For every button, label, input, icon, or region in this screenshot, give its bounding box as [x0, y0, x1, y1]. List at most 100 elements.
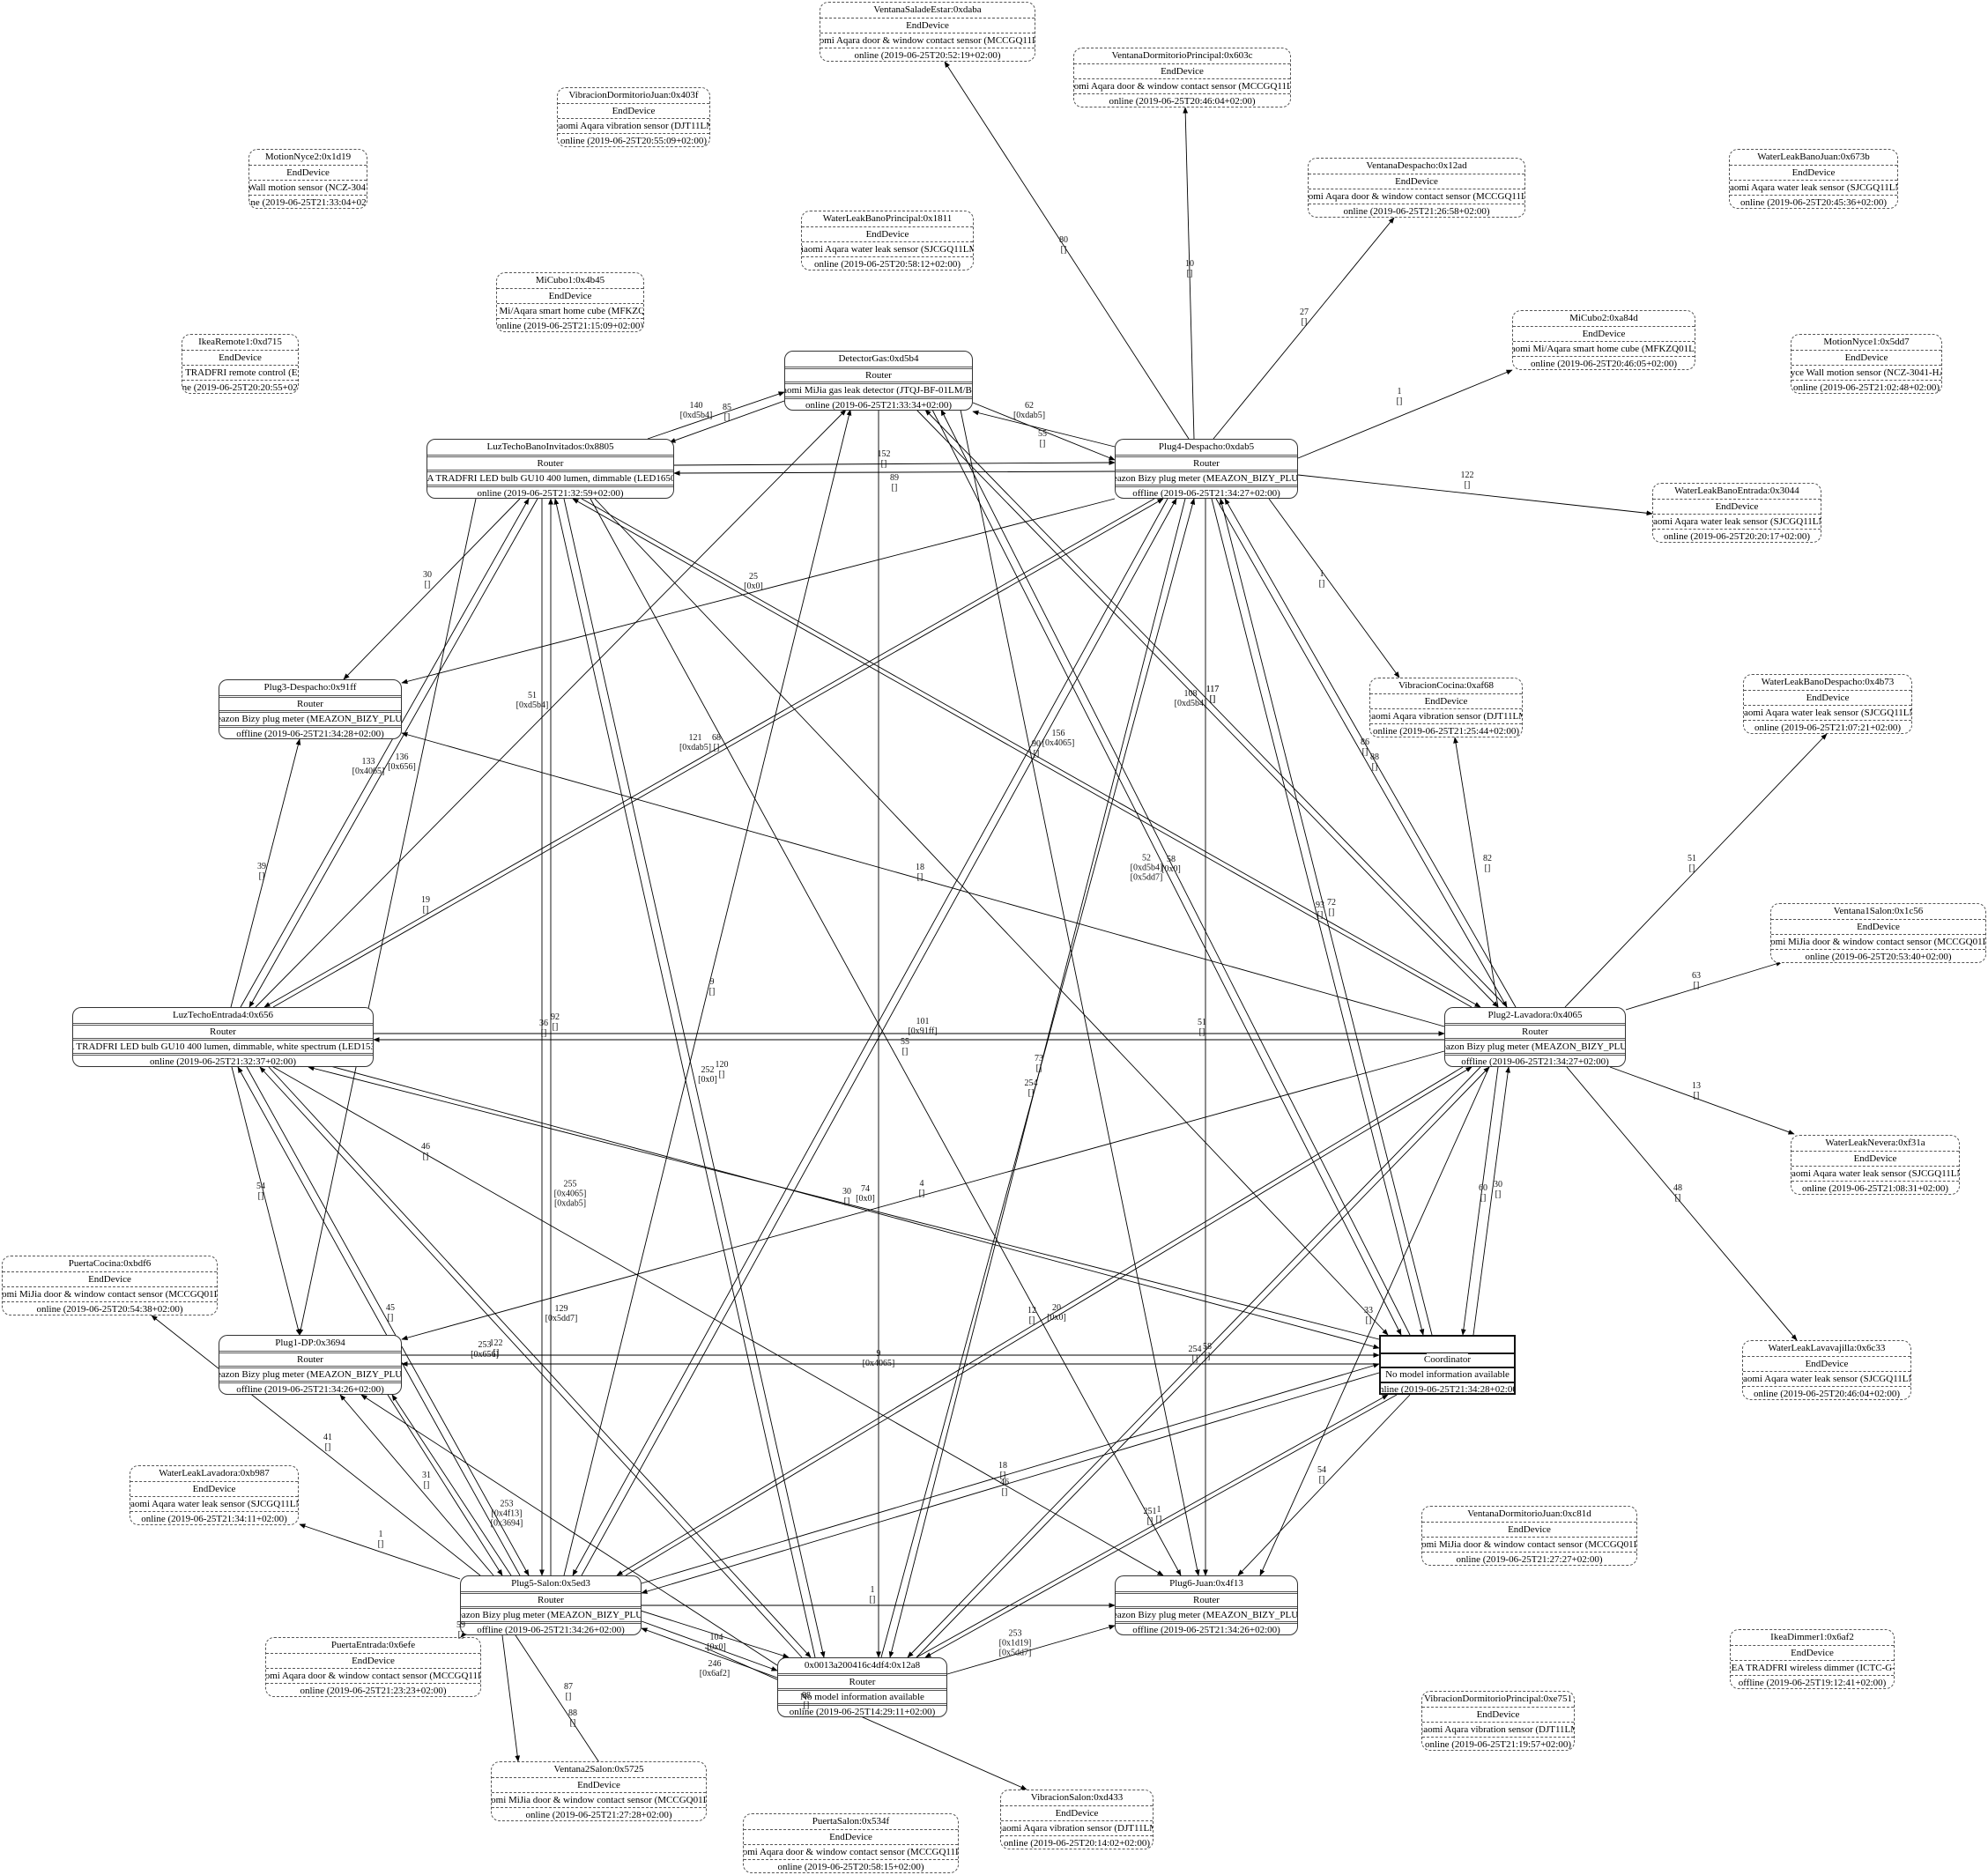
edge-detectorGas-to-plug4Despacho	[972, 402, 1116, 461]
edge-router12a8-to-plug1DP	[360, 1394, 778, 1666]
device-role: Router	[778, 1673, 946, 1688]
edge-label: 140 [0xd5b4]	[679, 401, 713, 420]
device-node-ventanaDespacho[interactable]: VentanaDespacho:0x12adEndDeviceXiaomi Aq…	[1308, 158, 1525, 218]
device-role: EndDevice	[1309, 174, 1524, 189]
device-name: Plug5-Salon:0x5ed3	[511, 1578, 590, 1589]
edge-router12a8-to-plug4Despacho	[880, 498, 1196, 1658]
device-node-plug4Despacho[interactable]: Plug4-Despacho:0xdab5RouterMeazon Bizy p…	[1115, 439, 1298, 499]
device-status: online (2019-06-25T20:14:02+02:00)	[1001, 1835, 1153, 1849]
device-status: online (2019-06-25T20:46:04+02:00)	[1743, 1386, 1910, 1399]
edge-luzTechoEntrada4-to-plug4Despacho	[272, 498, 1164, 1008]
device-node-miCubo2[interactable]: MiCubo2:0xa84dEndDeviceXiaomi Mi/Aqara s…	[1512, 310, 1695, 370]
device-status: offline (2019-06-25T21:34:28+02:00)	[219, 725, 401, 738]
edge-plug2Lavadora-to-ventana1Salon	[1625, 961, 1783, 1011]
device-model: IKEA TRADFRI LED bulb GU10 400 lumen, di…	[73, 1038, 373, 1053]
edge-luzTechoEntrada4-to-plug5Salon	[246, 1066, 530, 1576]
device-node-miCubo1[interactable]: MiCubo1:0x4b45EndDeviceXiaomi Mi/Aqara s…	[496, 272, 644, 332]
edge-coordinator-to-plug2Lavadora	[1472, 1066, 1511, 1336]
device-model: Meazon Bizy plug meter (MEAZON_BIZY_PLUG…	[1116, 470, 1297, 485]
edge-plug5Salon-to-plug1DP	[339, 1394, 494, 1576]
device-node-puertaSalon[interactable]: PuertaSalon:0x534fEndDeviceXiaomi Aqara …	[743, 1813, 959, 1873]
edge-plug4Despacho-to-waterLeakBanoEntrada	[1297, 474, 1653, 516]
device-role: EndDevice	[1744, 690, 1911, 705]
device-name: VentanaSaladeEstar:0xdaba	[873, 4, 982, 15]
device-role: EndDevice	[130, 1481, 298, 1496]
device-status: online (2019-06-25T21:25:44+02:00)	[1370, 723, 1522, 737]
device-node-plug5Salon[interactable]: Plug5-Salon:0x5ed3RouterMeazon Bizy plug…	[460, 1575, 642, 1635]
device-role: EndDevice	[1422, 1707, 1574, 1722]
device-node-ventana1Salon[interactable]: Ventana1Salon:0x1c56EndDeviceXiaomi MiJi…	[1770, 903, 1986, 963]
edge-label: 136 [0x656]	[388, 752, 416, 772]
edge-plug4Despacho-to-ventanaSaladeEstar	[944, 61, 1190, 440]
device-node-plug1DP[interactable]: Plug1-DP:0x3694RouterMeazon Bizy plug me…	[219, 1335, 402, 1395]
device-status: online (2019-06-25T14:29:11+02:00)	[778, 1703, 946, 1716]
device-node-motionNyce2[interactable]: MotionNyce2:0x1d19EndDeviceNyce Wall mot…	[248, 149, 367, 209]
edge-label: 13 []	[1692, 1081, 1701, 1101]
device-node-ventana2Salon[interactable]: Ventana2Salon:0x5725EndDeviceXiaomi MiJi…	[491, 1761, 707, 1821]
edge-label: 55 []	[1038, 429, 1047, 448]
device-role: EndDevice	[249, 165, 367, 180]
edge-label: 92 []	[551, 1012, 560, 1032]
device-name: MotionNyce2:0x1d19	[264, 152, 352, 162]
device-status: online (2019-06-25T21:07:21+02:00)	[1744, 720, 1911, 733]
device-name: MotionNyce1:0x5dd7	[1823, 337, 1910, 347]
device-model: Meazon Bizy plug meter (MEAZON_BIZY_PLUG…	[461, 1606, 641, 1621]
device-status: online (2019-06-25T20:58:12+02:00)	[802, 256, 973, 270]
device-node-ikeaRemote1[interactable]: IkeaRemote1:0xd715EndDeviceIKEA TRADFRI …	[182, 334, 299, 394]
edge-label: 51 []	[1198, 1018, 1206, 1037]
device-name: Plug4-Despacho:0xdab5	[1158, 441, 1255, 452]
device-model: Xiaomi Aqara door & window contact senso…	[744, 1844, 958, 1859]
device-role: EndDevice	[1513, 326, 1695, 341]
edge-label: 253 [0x1d19] [0x5dd7]	[998, 1628, 1032, 1658]
device-status: online (2019-06-25T20:55:09+02:00)	[558, 133, 709, 146]
device-name: PuertaSalon:0x534f	[812, 1816, 890, 1827]
device-node-ventanaDormitorioJuan[interactable]: VentanaDormitorioJuan:0xc81dEndDeviceXia…	[1421, 1506, 1637, 1566]
edge-label: 12 []	[1027, 1306, 1036, 1325]
edge-label: 46 []	[421, 1142, 430, 1161]
edge-label: 1 []	[1396, 387, 1403, 406]
device-model: Xiaomi MiJia gas leak detector (JTQJ-BF-…	[785, 382, 972, 396]
device-node-plug6Juan[interactable]: Plug6-Juan:0x4f13RouterMeazon Bizy plug …	[1115, 1575, 1298, 1635]
device-status: online (2019-06-25T21:15:09+02:00)	[497, 318, 643, 331]
edge-label: 18 []	[998, 1461, 1007, 1480]
device-node-luzTechoBanoInvitados[interactable]: LuzTechoBanoInvitados:0x8805RouterIKEA T…	[427, 439, 674, 499]
device-name: WaterLeakLavadora:0xb987	[159, 1468, 270, 1479]
edge-label: 31 []	[422, 1471, 431, 1490]
device-role: EndDevice	[1001, 1805, 1153, 1820]
device-node-detectorGas[interactable]: DetectorGas:0xd5b4RouterXiaomi MiJia gas…	[784, 351, 973, 411]
edge-plug5Salon-to-puertaEntrada	[460, 1631, 467, 1638]
device-node-plug3Despacho[interactable]: Plug3-Despacho:0x91ffRouterMeazon Bizy p…	[219, 679, 402, 739]
device-node-ventanaSaladeEstar[interactable]: VentanaSaladeEstar:0xdabaEndDeviceXiaomi…	[820, 2, 1035, 62]
edge-plug5Salon-to-ventana2Salon	[501, 1634, 521, 1762]
device-status: offline (2019-06-25T21:34:26+02:00)	[461, 1621, 641, 1634]
device-role: Router	[427, 455, 673, 470]
device-node-puertaEntrada[interactable]: PuertaEntrada:0x6efeEndDeviceXiaomi Aqar…	[265, 1637, 481, 1697]
edge-label: 117 []	[1205, 685, 1220, 704]
device-name: Ventana1Salon:0x1c56	[1833, 906, 1924, 916]
device-role: EndDevice	[182, 350, 298, 365]
edge-label: 104 [0x0]	[707, 1633, 726, 1652]
device-node-puertaCocina[interactable]: PuertaCocina:0xbdf6EndDeviceXiaomi MiJia…	[2, 1256, 218, 1315]
device-node-luzTechoEntrada4[interactable]: LuzTechoEntrada4:0x656RouterIKEA TRADFRI…	[72, 1007, 374, 1067]
device-node-plug2Lavadora[interactable]: Plug2-Lavadora:0x4065RouterMeazon Bizy p…	[1444, 1007, 1626, 1067]
device-model: Xiaomi Mi/Aqara smart home cube (MFKZQ01…	[497, 303, 643, 318]
device-model: Xiaomi MiJia door & window contact senso…	[1422, 1537, 1636, 1552]
device-model: Nyce Wall motion sensor (NCZ-3041-HA)	[249, 180, 367, 195]
edge-label: 4 []	[918, 1179, 925, 1198]
